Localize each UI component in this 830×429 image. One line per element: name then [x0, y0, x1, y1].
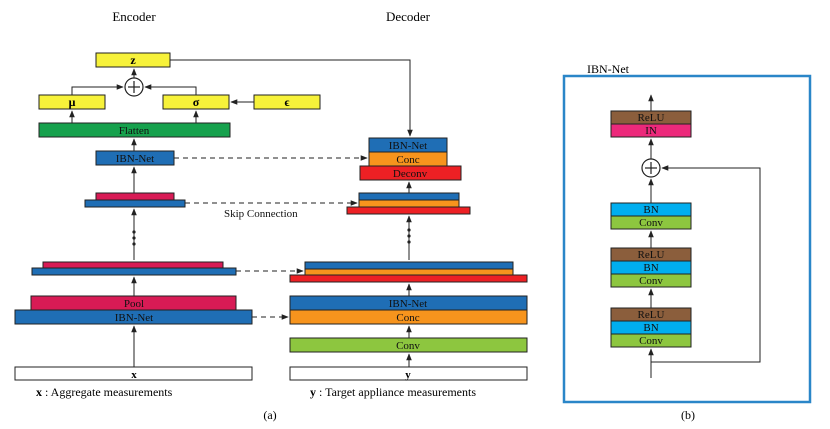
encoder-caption-text: : Aggregate measurements	[42, 385, 173, 399]
sigma-label: σ	[193, 95, 200, 109]
ibn-conv2-label: Conv	[639, 275, 663, 287]
encoder-pool-label: Pool	[124, 298, 144, 310]
decoder-caption-text: : Target appliance measurements	[316, 385, 476, 399]
encoder-dot-3	[132, 242, 136, 246]
ibn-residual-path	[651, 165, 761, 363]
decoder-ibn-label: IBN-Net	[389, 298, 428, 310]
decoder-deconv-label: Deconv	[393, 168, 428, 180]
ibn-conv1-label: Conv	[639, 217, 663, 229]
ibn-panel-title: IBN-Net	[587, 62, 630, 76]
flatten-box	[38, 122, 231, 138]
encoder-dot-2	[132, 236, 136, 240]
panel-b-label: (b)	[681, 408, 695, 422]
encoder-caption: x : Aggregate measurements	[36, 385, 173, 399]
ibn-in-label: IN	[645, 125, 657, 137]
decoder-dot-3	[407, 240, 411, 244]
decoder-conv-label: Conv	[396, 340, 420, 352]
encoder-pool-bar-small	[95, 192, 175, 201]
ibn-bn2-label: BN	[643, 262, 658, 274]
encoder-conv-bar-mid	[31, 267, 237, 276]
z-label: z	[130, 53, 136, 67]
mu-label: μ	[69, 95, 76, 109]
ibn-in-box	[610, 123, 692, 138]
ibn-relu3-label: ReLU	[638, 309, 665, 321]
encoder-pool-bar-mid	[42, 261, 224, 269]
decoder-conc-bar-small	[358, 199, 460, 208]
decoder-dot-1	[407, 228, 411, 232]
decoder-conc-top-label: Conc	[396, 154, 419, 166]
decoder-title: Decoder	[386, 9, 431, 24]
decoder-caption-symbol: y	[310, 385, 316, 399]
ibn-conv2-box	[610, 273, 692, 288]
decoder-deconv-bar-small	[346, 206, 471, 215]
decoder-conc-bar-mid	[304, 268, 514, 276]
decoder-ibn-top-label: IBN-Net	[389, 140, 428, 152]
decoder-ibn-bar-mid	[304, 261, 514, 270]
ibn-bn3-label: BN	[643, 322, 658, 334]
decoder-deconv-bar-mid	[289, 274, 528, 283]
decoder-deconv-box	[359, 165, 462, 181]
ibn-bn1-label: BN	[643, 204, 658, 216]
decoder-ibn-bar-small	[358, 192, 460, 201]
skip-connection-label: Skip Connection	[224, 208, 298, 220]
input-x-label: x	[131, 369, 137, 381]
z-to-decoder-line	[170, 59, 413, 137]
ibn-conv1-box	[610, 215, 692, 230]
panel-a-label: (a)	[263, 408, 276, 422]
encoder-conv-bar-small	[84, 199, 186, 208]
ibn-panel-frame	[562, 74, 812, 404]
flatten-label: Flatten	[119, 125, 150, 137]
decoder-conc-box	[289, 309, 528, 325]
output-y-label: y	[405, 369, 411, 381]
decoder-caption: y : Target appliance measurements	[310, 385, 476, 399]
mu-to-sum-line	[71, 84, 124, 95]
ibn-relu-top-label: ReLU	[638, 112, 665, 124]
encoder-caption-symbol: x	[36, 385, 42, 399]
ibn-conv3-box	[610, 333, 692, 348]
encoder-ibn-label: IBN-Net	[115, 312, 154, 324]
decoder-dot-2	[407, 234, 411, 238]
encoder-dot-1	[132, 230, 136, 234]
epsilon-label: ϵ	[284, 95, 289, 109]
sigma-to-sum-line	[144, 84, 197, 95]
decoder-conc-label: Conc	[396, 312, 419, 324]
ibn-conv3-label: Conv	[639, 335, 663, 347]
encoder-title: Encoder	[112, 9, 156, 24]
ibn-relu2-label: ReLU	[638, 249, 665, 261]
encoder-ibn-small-label: IBN-Net	[116, 153, 155, 165]
